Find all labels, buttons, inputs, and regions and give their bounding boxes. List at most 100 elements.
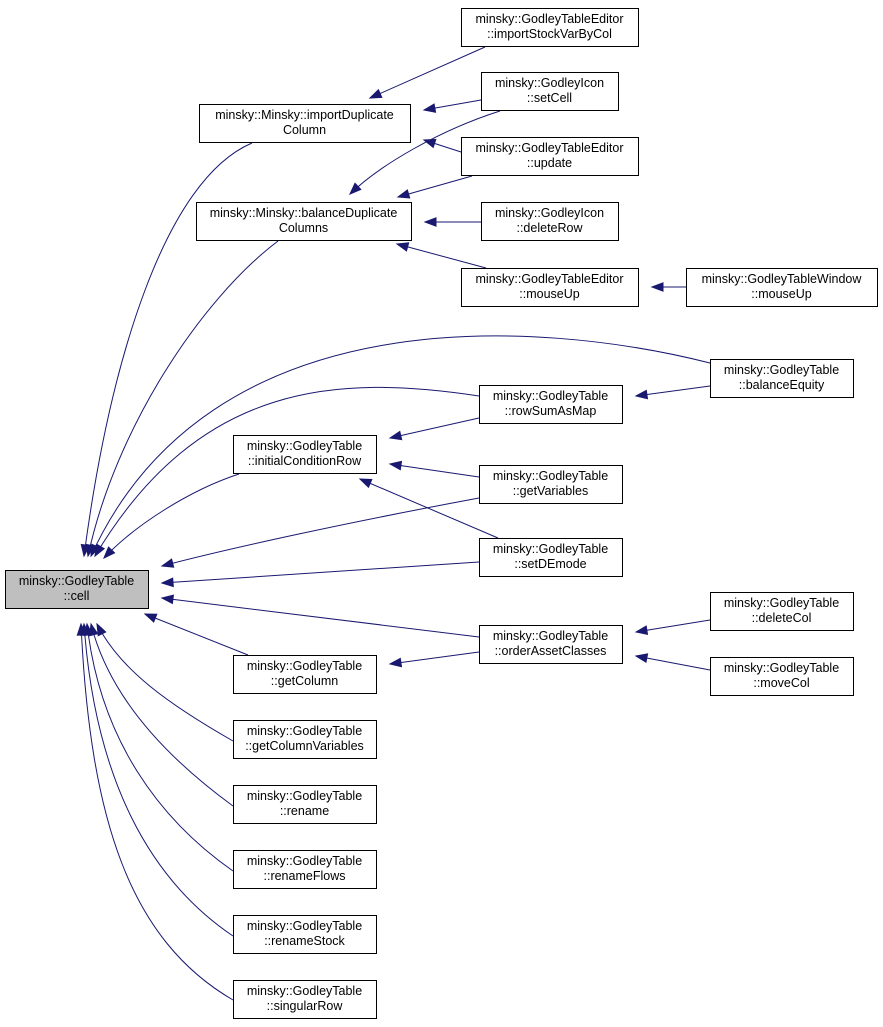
node-label-line: minsky::GodleyTableEditor	[476, 12, 624, 26]
arrowhead-icon	[650, 282, 664, 292]
edge-line	[389, 417, 480, 439]
arrowhead-icon	[422, 103, 437, 113]
node-label-line: ::rename	[280, 804, 329, 818]
node-label-line: minsky::GodleyTable	[724, 661, 839, 675]
node-setDEmode[interactable]: minsky::GodleyTable::setDEmode	[479, 538, 623, 577]
arrowhead-icon	[348, 182, 362, 195]
edge-line	[90, 623, 234, 807]
arrowhead-icon	[423, 217, 437, 227]
node-box	[5, 570, 149, 609]
edge-editorUpdate-to-importDuplicateColumn	[422, 138, 462, 153]
node-rowSumAsMap[interactable]: minsky::GodleyTable::rowSumAsMap	[479, 385, 623, 424]
node-label-line: minsky::GodleyTable	[724, 363, 839, 377]
edge-line	[635, 655, 711, 671]
node-label-line: minsky::GodleyTable	[247, 724, 362, 738]
node-deleteCol[interactable]: minsky::GodleyTable::deleteCol	[710, 592, 854, 631]
edge-renameFlows-to-cell	[83, 622, 234, 872]
node-getColumn[interactable]: minsky::GodleyTable::getColumn	[233, 655, 377, 694]
node-label-line: minsky::GodleyIcon	[495, 76, 604, 90]
node-label-line: ::mouseUp	[751, 287, 811, 301]
node-moveCol[interactable]: minsky::GodleyTable::moveCol	[710, 657, 854, 696]
node-box	[481, 72, 619, 111]
node-importStockVarByCol[interactable]: minsky::GodleyTableEditor::importStockVa…	[461, 8, 639, 47]
node-label-line: ::deleteCol	[752, 611, 812, 625]
node-box	[199, 104, 411, 143]
node-label-line: ::mouseUp	[519, 287, 579, 301]
node-label-line: ::getColumn	[271, 674, 338, 688]
node-iconSetCell[interactable]: minsky::GodleyIcon::setCell	[481, 72, 619, 111]
node-editorUpdate[interactable]: minsky::GodleyTableEditor::update	[461, 137, 639, 176]
node-box	[233, 980, 377, 1019]
node-box	[479, 465, 623, 504]
node-label-line: minsky::GodleyTable	[247, 919, 362, 933]
node-label-line: ::getVariables	[513, 484, 589, 498]
arrowhead-icon	[358, 478, 373, 489]
arrowhead-icon	[388, 460, 403, 471]
edge-orderAssetClasses-to-cell	[160, 594, 480, 638]
edge-line	[397, 175, 473, 198]
edge-iconSetCell-to-balanceDuplicateColumns	[348, 110, 501, 195]
node-label-line: minsky::GodleyTable	[493, 542, 608, 556]
nodes-layer: minsky::GodleyTable::cell minsky::Minsky:…	[5, 8, 878, 1019]
arrowhead-icon	[396, 189, 411, 199]
edge-line	[103, 473, 240, 559]
edge-line	[389, 463, 480, 478]
node-label-line: ::orderAssetClasses	[495, 644, 607, 658]
edge-line	[635, 385, 711, 397]
node-label-line: minsky::Minsky::balanceDuplicate	[210, 206, 398, 220]
node-windowMouseUp[interactable]: minsky::GodleyTableWindow::mouseUp	[686, 268, 878, 307]
node-rename[interactable]: minsky::GodleyTable::rename	[233, 785, 377, 824]
edge-iconSetCell-to-importDuplicateColumn	[422, 99, 482, 113]
node-getColumnVariables[interactable]: minsky::GodleyTable::getColumnVariables	[233, 720, 377, 759]
node-label-line: ::setCell	[527, 91, 572, 105]
edge-balanceEquity-to-rowSumAsMap	[634, 385, 711, 400]
node-label-line: minsky::GodleyTable	[247, 984, 362, 998]
node-initialConditionRow[interactable]: minsky::GodleyTable::initialConditionRow	[233, 435, 377, 474]
edge-rowSumAsMap-to-initialConditionRow	[388, 417, 480, 441]
node-renameStock[interactable]: minsky::GodleyTable::renameStock	[233, 915, 377, 954]
node-label-line: ::initialConditionRow	[248, 454, 362, 468]
node-label-line: minsky::GodleyTableEditor	[476, 272, 624, 286]
node-editorMouseUp[interactable]: minsky::GodleyTableEditor::mouseUp	[461, 268, 639, 307]
node-iconDeleteRow[interactable]: minsky::GodleyIcon::deleteRow	[481, 202, 619, 241]
edge-initialConditionRow-to-cell	[103, 473, 240, 560]
node-box	[233, 655, 377, 694]
edge-line	[83, 142, 253, 557]
edge-renameStock-to-cell	[79, 622, 234, 937]
edge-importStockVarByCol-to-importDuplicateColumn	[368, 46, 486, 99]
edge-line	[161, 561, 480, 584]
node-label-line: ::getColumnVariables	[245, 739, 364, 753]
node-label-line: minsky::Minsky::importDuplicate	[215, 108, 394, 122]
edge-rowSumAsMap-to-cell	[94, 386, 480, 558]
node-label-line: ::importStockVarByCol	[487, 27, 612, 41]
node-box	[233, 435, 377, 474]
node-balanceEquity[interactable]: minsky::GodleyTable::balanceEquity	[710, 359, 854, 398]
edge-line	[161, 597, 480, 638]
node-getVariables[interactable]: minsky::GodleyTable::getVariables	[479, 465, 623, 504]
node-label-line: minsky::GodleyTable	[247, 659, 362, 673]
node-box	[481, 202, 619, 241]
node-singularRow[interactable]: minsky::GodleyTable::singularRow	[233, 980, 377, 1019]
edge-editorMouseUp-to-balanceDuplicateColumns	[395, 242, 487, 269]
edge-singularRow-to-cell	[76, 622, 234, 1001]
edge-windowMouseUp-to-editorMouseUp	[650, 282, 686, 292]
node-label-line: ::update	[527, 156, 572, 170]
node-label-line: ::balanceEquity	[739, 378, 825, 392]
edge-getVariables-to-initialConditionRow	[388, 460, 480, 478]
node-orderAssetClasses[interactable]: minsky::GodleyTable::orderAssetClasses	[479, 625, 623, 664]
node-label-line: minsky::GodleyTable	[247, 789, 362, 803]
edge-line	[369, 46, 486, 99]
edge-line	[161, 497, 480, 567]
node-label-line: minsky::GodleyTable	[247, 439, 362, 453]
node-label-line: ::moveCol	[753, 676, 809, 690]
arrowhead-icon	[395, 242, 410, 252]
node-renameFlows[interactable]: minsky::GodleyTable::renameFlows	[233, 850, 377, 889]
node-box	[233, 720, 377, 759]
edge-orderAssetClasses-to-getColumn	[388, 651, 480, 668]
node-cell[interactable]: minsky::GodleyTable::cell	[5, 570, 149, 609]
edge-editorUpdate-to-balanceDuplicateColumns	[396, 175, 473, 199]
edge-line	[96, 623, 234, 742]
